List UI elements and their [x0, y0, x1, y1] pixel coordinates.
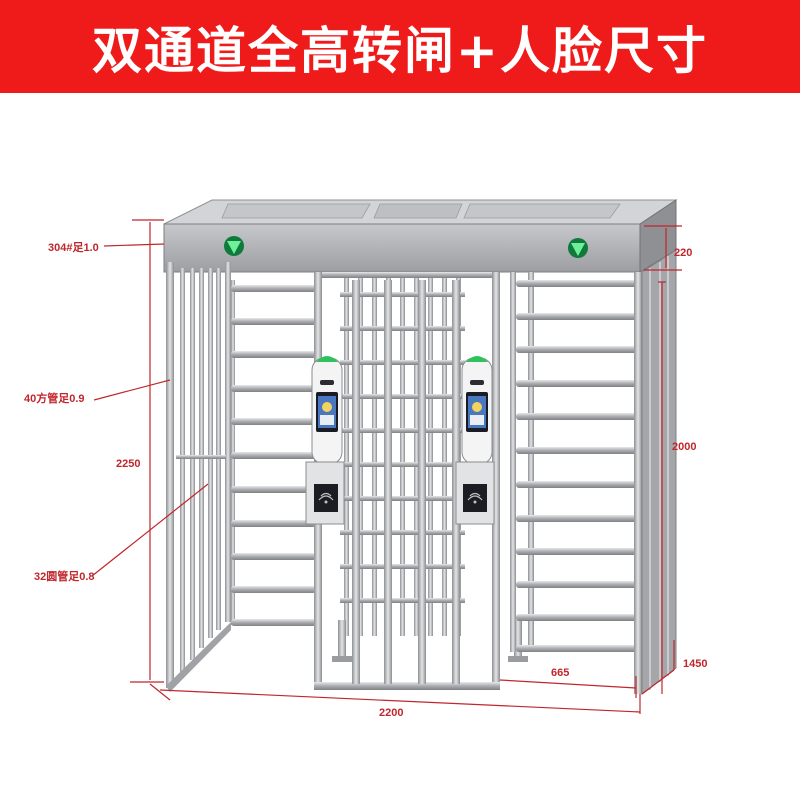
left-arm-rack — [231, 280, 316, 626]
total-width-label: 2200 — [379, 707, 403, 719]
dimension-lines — [91, 219, 682, 714]
round-tube-label: 32圆管足0.8 — [34, 569, 95, 583]
total-height-label: 2250 — [116, 458, 140, 470]
top-plate-material-label: 304#足1.0 — [48, 241, 99, 254]
center-rotor — [340, 276, 465, 636]
left-side-frame — [166, 262, 231, 692]
square-tube-label: 40方管足0.9 — [24, 391, 85, 405]
card-reader-right — [455, 461, 495, 525]
rfid-card-icon — [467, 492, 483, 504]
right-side-frame — [634, 249, 677, 696]
down-arrow-icon — [224, 236, 244, 256]
frame-height-label: 2000 — [672, 441, 696, 453]
card-reader-left — [305, 461, 345, 525]
title-banner: 双通道全高转闸+人脸尺寸 — [0, 0, 800, 93]
right-arm-rack — [510, 272, 638, 652]
top-canopy — [163, 199, 678, 273]
face-terminal-right — [461, 356, 493, 470]
depth-label: 1450 — [683, 658, 707, 670]
down-arrow-icon — [568, 238, 588, 258]
page-title: 双通道全高转闸+人脸尺寸 — [92, 21, 708, 80]
rfid-card-icon — [318, 492, 334, 504]
channel-width-label: 665 — [551, 667, 569, 679]
top-height-label: 220 — [674, 247, 692, 259]
face-terminal-left — [311, 356, 343, 470]
